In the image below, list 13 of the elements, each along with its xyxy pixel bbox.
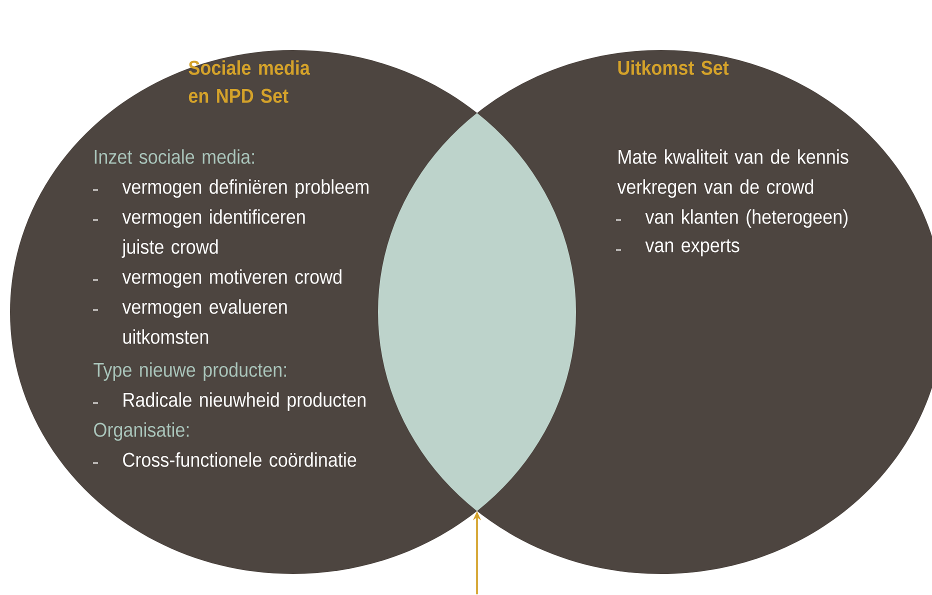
heading: Uitkomst Set bbox=[618, 60, 729, 75]
heading: Sociale media en NPD Set bbox=[188, 60, 310, 103]
list-item: vermogen motiveren crowd bbox=[122, 269, 342, 288]
list-item: vermogen definiëren probleem bbox=[122, 179, 368, 198]
subheading: Organisatie: bbox=[94, 422, 189, 441]
lens-shape bbox=[378, 112, 576, 512]
list-item: van experts bbox=[645, 239, 740, 256]
subheading: Inzet sociale media: bbox=[94, 149, 254, 164]
subheading: Type nieuwe producten: bbox=[94, 362, 286, 381]
list-item: Cross-functionele coördinatie bbox=[123, 452, 356, 467]
list-item: van klanten (heterogeen) bbox=[645, 209, 848, 228]
list-item: Radicale nieuwheid producten bbox=[124, 392, 366, 411]
list-item: vermogen evalueren uitkomsten bbox=[122, 299, 287, 344]
